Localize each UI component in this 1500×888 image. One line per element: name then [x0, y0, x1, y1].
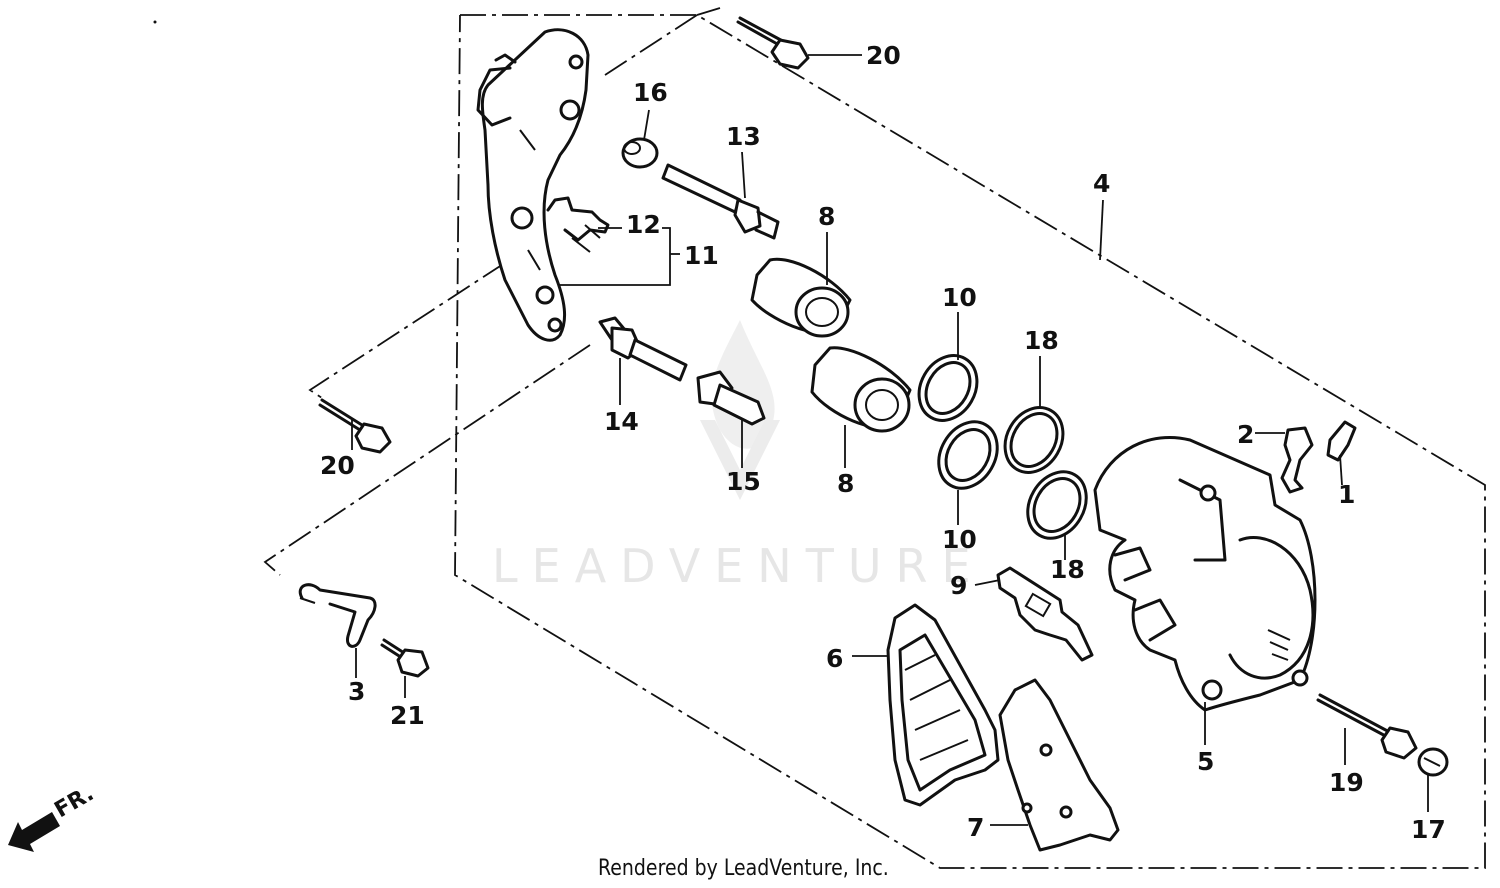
- pad-spring-9: [996, 566, 1094, 662]
- part-label-9: 9: [950, 571, 967, 600]
- caliper-bracket: [476, 28, 590, 342]
- leadventure-watermark: LEADVENTURE: [492, 320, 985, 593]
- brake-pad-7: [998, 678, 1120, 852]
- part-label-8-upper: 8: [818, 202, 835, 231]
- part-label-16: 16: [633, 78, 668, 107]
- watermark-text: LEADVENTURE: [492, 539, 985, 593]
- pad-retainer-clip: [546, 196, 610, 253]
- part-label-6: 6: [826, 644, 843, 673]
- part-label-18-lower: 18: [1050, 555, 1085, 584]
- part-label-10-lower: 10: [942, 525, 977, 554]
- front-direction-indicator: FR.: [8, 781, 98, 852]
- pin-bolt-14: [598, 316, 688, 382]
- assembly-outline-caliper: [454, 7, 1486, 869]
- part-label-1: 1: [1338, 480, 1355, 509]
- part-label-10-upper: 10: [942, 283, 977, 312]
- bleeder-cap-2: [1280, 426, 1314, 494]
- seal-18-lower: [1026, 470, 1088, 540]
- caliper-body: [1093, 435, 1317, 712]
- part-label-20-left: 20: [320, 451, 355, 480]
- part-label-15: 15: [726, 467, 761, 496]
- piston-8-lower: [810, 346, 912, 433]
- part-label-20-top: 20: [866, 41, 901, 70]
- assembly-outline-spring: [263, 344, 591, 576]
- piston-8-upper: [750, 257, 852, 338]
- part-label-21: 21: [390, 701, 425, 730]
- part-label-12: 12: [626, 210, 661, 239]
- direction-label: FR.: [51, 781, 99, 823]
- bolt-21: [380, 638, 430, 678]
- spring-3: [298, 583, 377, 648]
- part-label-2: 2: [1237, 420, 1254, 449]
- assembly-outline-bracket-bolt: [308, 239, 541, 401]
- bolt-20-top: [736, 16, 810, 70]
- pin-19: [1316, 693, 1418, 760]
- brake-pad-6: [886, 603, 1000, 807]
- part-label-19: 19: [1329, 768, 1364, 797]
- part-label-13: 13: [726, 122, 761, 151]
- pin-bolt-13: [661, 163, 780, 240]
- part-label-18-upper: 18: [1024, 326, 1059, 355]
- plug-17: [1417, 747, 1449, 777]
- bleeder-screw-1: [1326, 420, 1357, 462]
- bolt-20-left: [318, 398, 392, 454]
- part-label-5: 5: [1197, 747, 1214, 776]
- part-label-17: 17: [1411, 815, 1446, 844]
- part-label-4: 4: [1093, 169, 1110, 198]
- seal-10-upper: [917, 354, 979, 422]
- seal-10-lower: [937, 420, 999, 490]
- part-label-7: 7: [967, 813, 984, 842]
- cap-16: [621, 137, 659, 169]
- part-label-14: 14: [604, 407, 639, 436]
- part-labels: 1 2 3 4 5 6 7 8 8 9 10 10 11 12 13 14 15…: [320, 41, 1446, 844]
- leader-lines: [351, 54, 1429, 826]
- part-label-11: 11: [684, 241, 719, 270]
- seal-18-upper: [1003, 406, 1065, 474]
- render-credit: Rendered by LeadVenture, Inc.: [598, 856, 889, 881]
- part-label-8-lower: 8: [837, 469, 854, 498]
- front-arrow-icon: [8, 812, 60, 852]
- part-label-3: 3: [348, 677, 365, 706]
- speck: [153, 20, 157, 24]
- bolt-15: [696, 370, 766, 426]
